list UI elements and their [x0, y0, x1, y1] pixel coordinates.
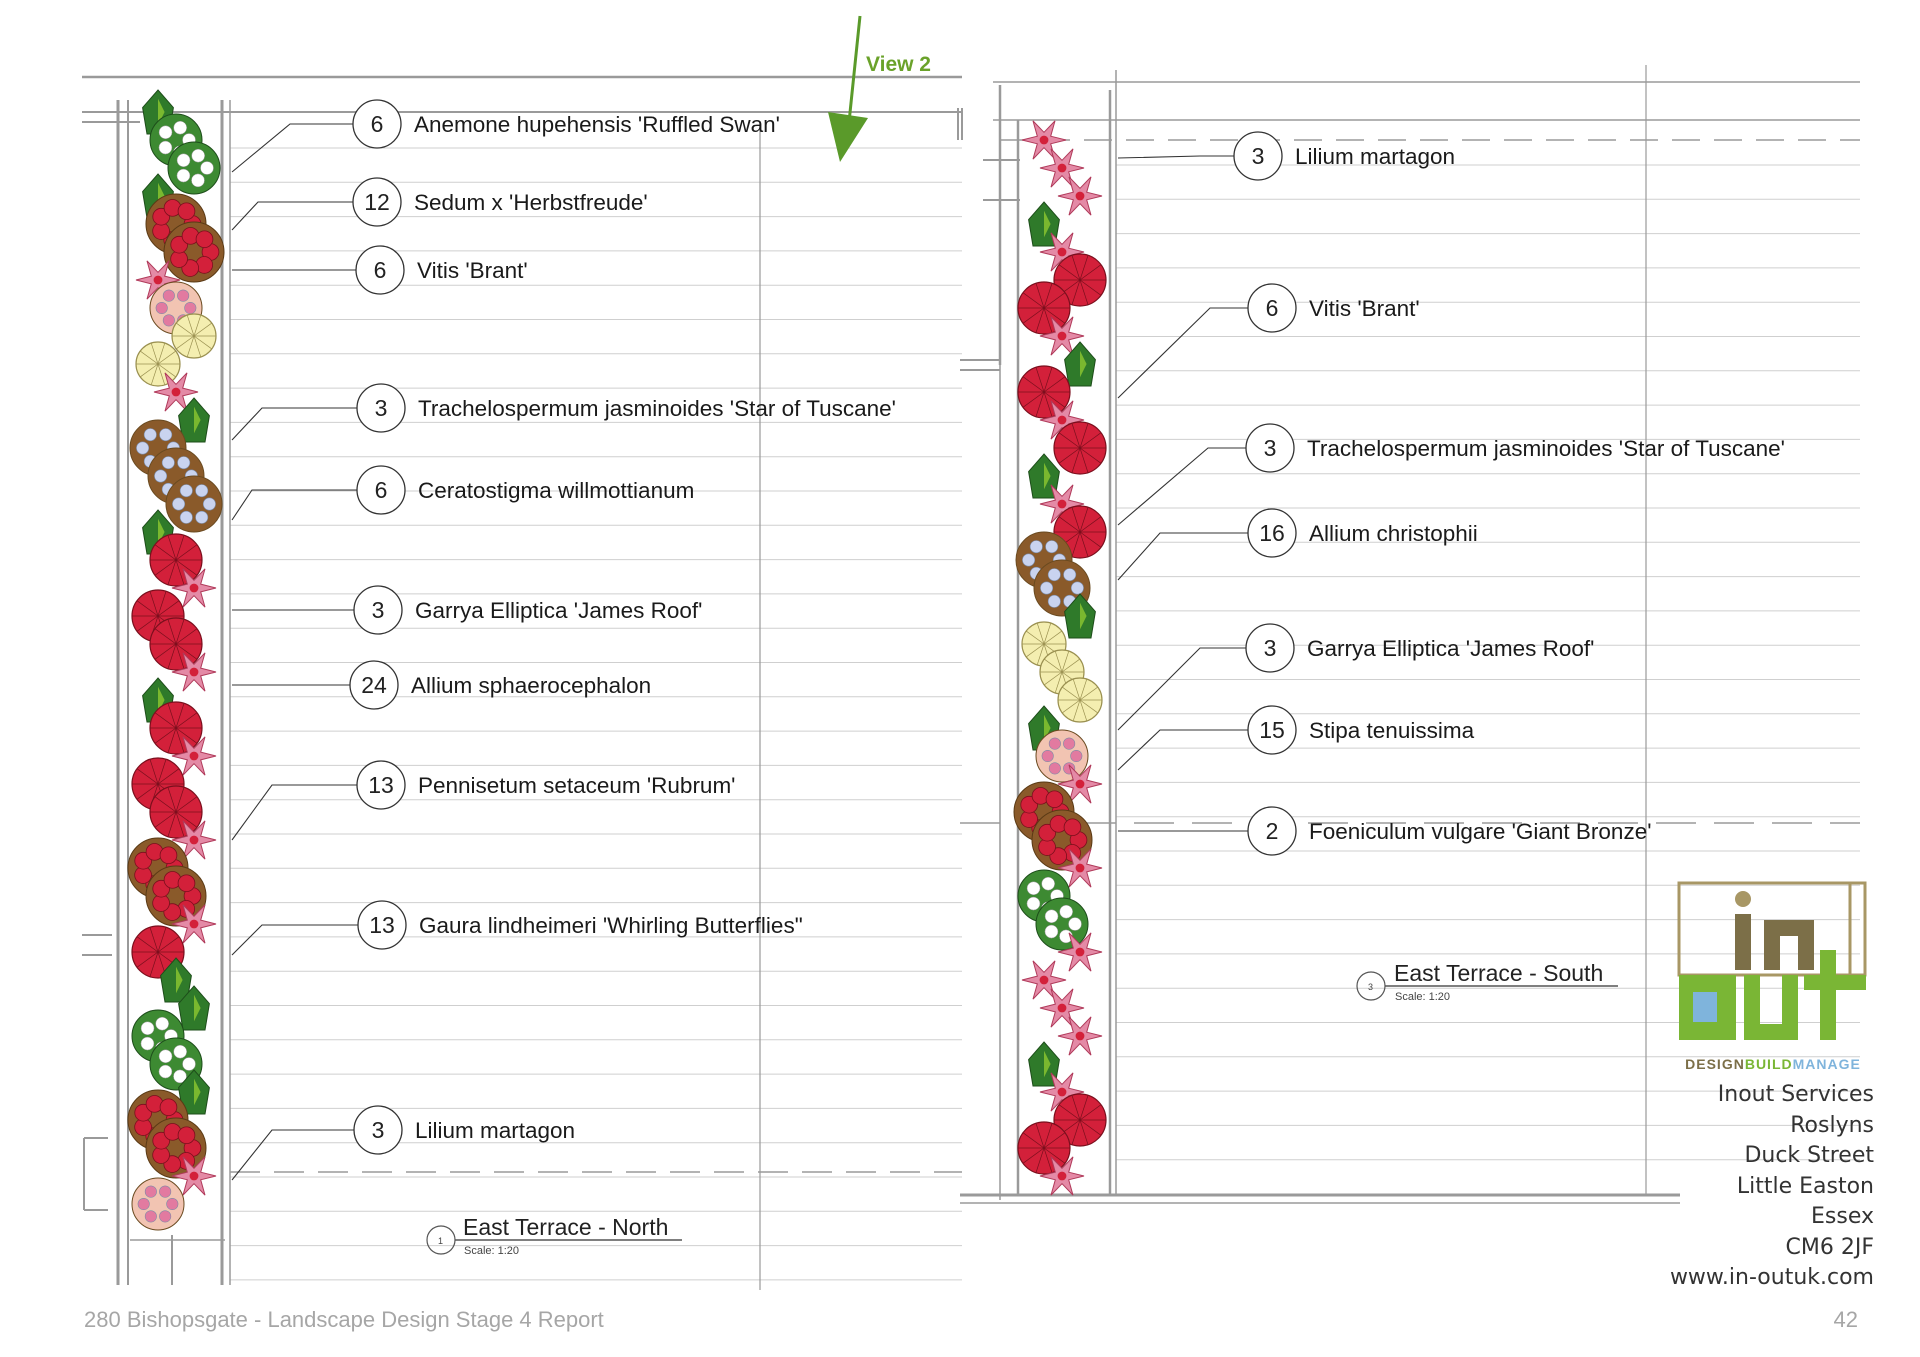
- section-title-north: East Terrace - North: [463, 1214, 668, 1240]
- north-qty-3: 3: [375, 395, 388, 421]
- south-plant-name-1: Vitis 'Brant': [1309, 296, 1420, 321]
- in-out-logo: [1677, 881, 1867, 1040]
- section-marker-north: 1 East Terrace - North Scale: 1:20: [426, 1214, 682, 1257]
- section-scale-north: Scale: 1:20: [464, 1245, 519, 1257]
- north-plant-name-6: Allium sphaerocephalon: [411, 673, 651, 698]
- page-number: 42: [1833, 1307, 1858, 1332]
- south-plant-name-0: Lilium martagon: [1295, 144, 1455, 169]
- north-elevation-cladding-lines: [230, 147, 962, 1281]
- north-qty-2: 6: [374, 257, 387, 283]
- company-address: Inout Services Roslyns Duck Street Littl…: [1670, 1080, 1874, 1294]
- section-title-south: East Terrace - South: [1394, 960, 1603, 986]
- north-qty-7: 13: [368, 772, 394, 798]
- south-qty-1: 6: [1266, 295, 1279, 321]
- view-2-arrow: View 2: [828, 15, 931, 162]
- south-qty-0: 3: [1252, 143, 1265, 169]
- south-qty-3: 16: [1259, 520, 1285, 546]
- section-number-north: 1: [438, 1236, 443, 1246]
- section-marker-south: 3 East Terrace - South Scale: 1:20: [1356, 960, 1618, 1003]
- south-qty-4: 3: [1264, 635, 1277, 661]
- north-plant-name-7: Pennisetum setaceum 'Rubrum': [418, 773, 735, 798]
- south-plant-name-3: Allium christophii: [1309, 521, 1478, 546]
- view-2-label: View 2: [866, 53, 931, 76]
- north-qty-0: 6: [371, 111, 384, 137]
- north-qty-6: 24: [361, 672, 387, 698]
- north-qty-9: 3: [372, 1117, 385, 1143]
- section-scale-south: Scale: 1:20: [1395, 991, 1450, 1003]
- address-line-website[interactable]: www.in-outuk.com: [1669, 1265, 1874, 1290]
- footer-report-title: 280 Bishopsgate - Landscape Design Stage…: [84, 1307, 604, 1332]
- address-line-postcode: CM6 2JF: [1785, 1234, 1874, 1260]
- north-plant-name-5: Garrya Elliptica 'James Roof': [415, 598, 702, 623]
- north-plant-name-4: Ceratostigma willmottianum: [418, 478, 694, 503]
- south-plant-name-6: Foeniculum vulgare 'Giant Bronze': [1309, 819, 1652, 844]
- south-qty-5: 15: [1259, 717, 1285, 743]
- north-plant-name-9: Lilium martagon: [415, 1118, 575, 1143]
- north-plant-name-1: Sedum x 'Herbstfreude': [414, 190, 648, 215]
- south-planting-column: [1013, 120, 1107, 1196]
- address-line-county: Essex: [1811, 1204, 1874, 1229]
- address-line-street: Duck Street: [1744, 1143, 1874, 1168]
- address-line-company: Inout Services: [1717, 1082, 1874, 1107]
- south-plant-name-2: Trachelospermum jasminoides 'Star of Tus…: [1307, 436, 1785, 461]
- south-plant-name-5: Stipa tenuissima: [1309, 718, 1475, 743]
- north-plant-name-0: Anemone hupehensis 'Ruffled Swan': [414, 112, 780, 137]
- brand-tagline: DESIGNBUILDMANAGE: [1676, 1056, 1870, 1072]
- north-elevation-frame: [82, 75, 963, 1290]
- south-qty-6: 2: [1266, 818, 1279, 844]
- north-qty-5: 3: [372, 597, 385, 623]
- north-qty-4: 6: [375, 477, 388, 503]
- address-line-house: Roslyns: [1790, 1112, 1874, 1138]
- address-line-town: Little Easton: [1736, 1173, 1874, 1199]
- north-plant-name-2: Vitis 'Brant': [417, 258, 528, 283]
- south-qty-2: 3: [1264, 435, 1277, 461]
- south-plant-name-4: Garrya Elliptica 'James Roof': [1307, 636, 1594, 661]
- north-qty-8: 13: [369, 912, 395, 938]
- section-number-south: 3: [1368, 982, 1373, 992]
- north-plant-name-3: Trachelospermum jasminoides 'Star of Tus…: [418, 396, 896, 421]
- south-elevation-cladding-lines: [1116, 164, 1860, 1161]
- brand-build: BUILD: [1744, 1056, 1793, 1072]
- south-elevation-frame: [960, 65, 1860, 1204]
- brand-design: DESIGN: [1685, 1056, 1745, 1072]
- north-planting-column: [127, 89, 225, 1231]
- north-qty-1: 12: [364, 189, 390, 215]
- north-plant-name-8: Gaura lindheimeri 'Whirling Butterflies": [419, 913, 803, 938]
- brand-manage: MANAGE: [1792, 1056, 1861, 1072]
- north-plant-labels: 6 Anemone hupehensis 'Ruffled Swan' 12 Sedu…: [231, 99, 896, 1181]
